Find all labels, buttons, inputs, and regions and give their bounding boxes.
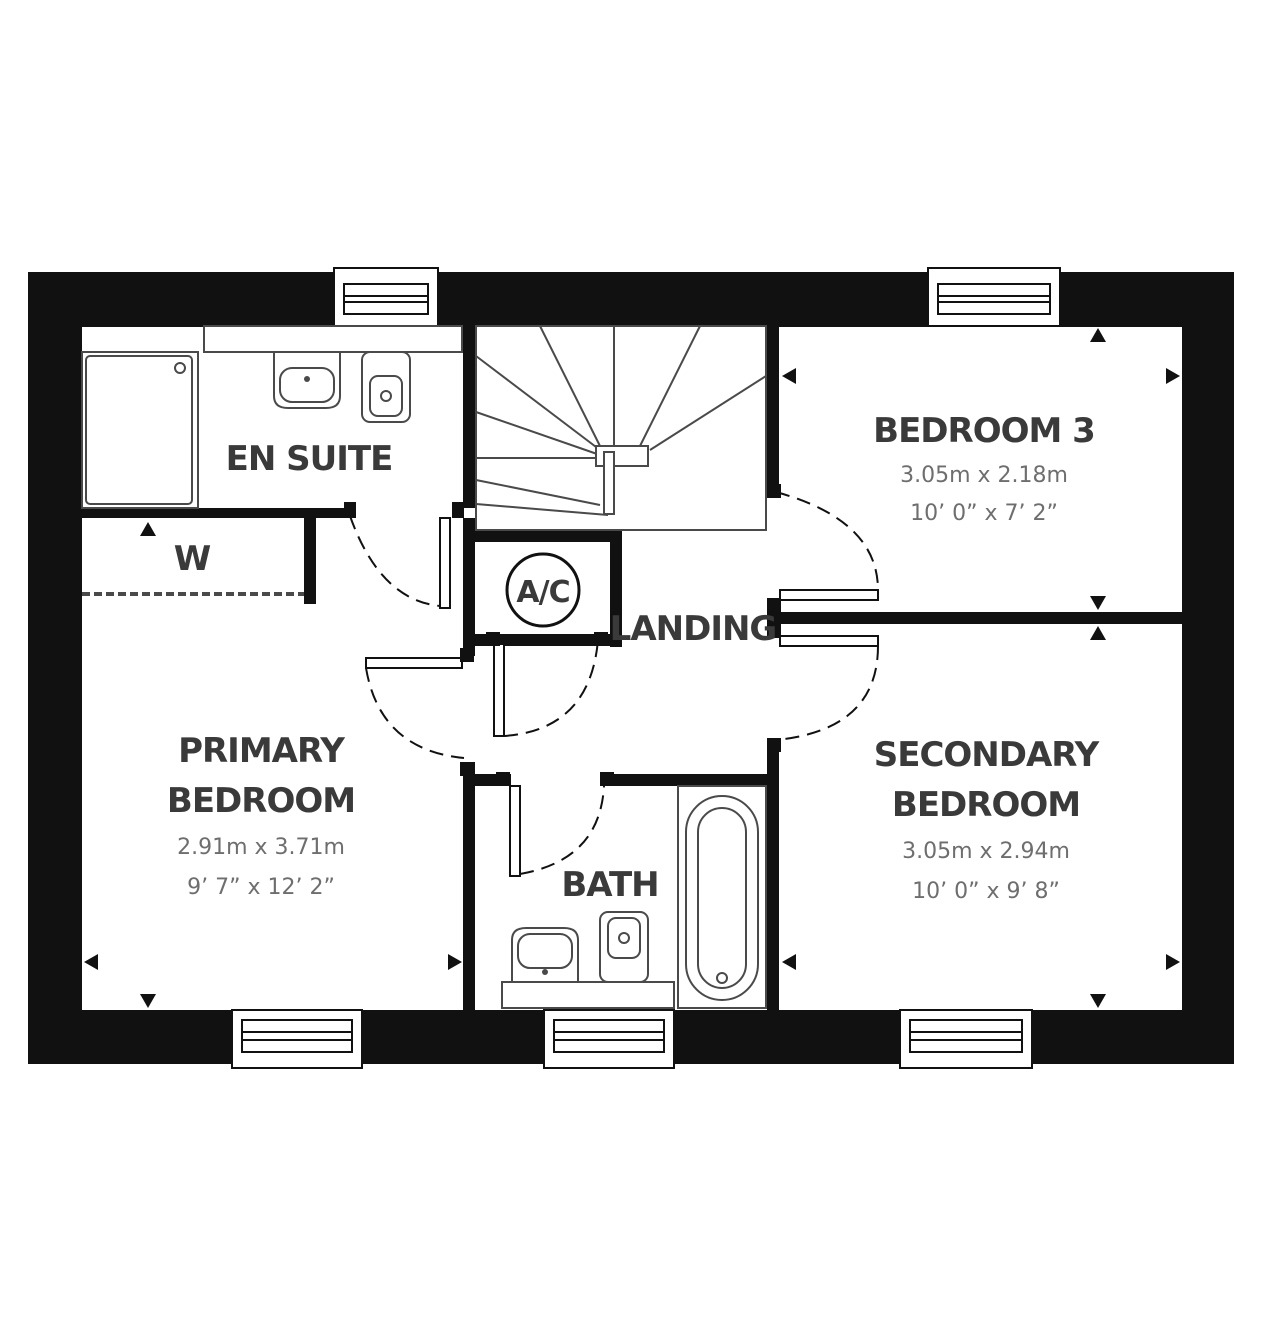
bathtub xyxy=(677,785,767,1009)
door-secondary-bedroom[interactable] xyxy=(767,624,879,752)
shower-tray xyxy=(81,351,199,509)
door-airing-cupboard[interactable] xyxy=(486,632,608,737)
door-primary-bedroom[interactable] xyxy=(365,648,474,776)
wardrobe-label: W xyxy=(174,539,211,579)
secondary-bedroom-metric: 3.05m x 2.94m xyxy=(902,839,1070,864)
secondary-bedroom-imperial: 10’ 0” x 9’ 8” xyxy=(912,879,1060,904)
internal-walls xyxy=(82,326,1184,1013)
door-bedroom3[interactable] xyxy=(767,484,879,612)
windows xyxy=(231,267,1061,1069)
room-labels: EN SUITE W A/C LANDING BEDROOM 3 3.05m x… xyxy=(167,411,1101,905)
doors xyxy=(344,484,879,877)
landing-label: LANDING xyxy=(610,609,777,649)
window-top-ensuite xyxy=(333,267,439,327)
secondary-bedroom-label-1: SECONDARY xyxy=(874,735,1100,775)
primary-bedroom-metric: 2.91m x 3.71m xyxy=(177,835,345,860)
window-bottom-bath xyxy=(543,1009,675,1069)
airing-cupboard-symbol xyxy=(505,552,581,628)
primary-bedroom-imperial: 9’ 7” x 12’ 2” xyxy=(187,875,335,900)
primary-bedroom-label-1: PRIMARY xyxy=(178,731,345,771)
ensuite-basin xyxy=(273,351,341,409)
ensuite-counter xyxy=(203,325,463,353)
bedroom3-label: BEDROOM 3 xyxy=(873,411,1095,451)
secondary-bedroom-label-2: BEDROOM xyxy=(892,785,1080,825)
door-bath[interactable] xyxy=(496,772,614,877)
ensuite-label: EN SUITE xyxy=(226,439,393,479)
dimension-arrows xyxy=(84,328,1180,1008)
primary-bedroom-label-2: BEDROOM xyxy=(167,781,355,821)
bath-label: BATH xyxy=(561,865,658,905)
staircase xyxy=(475,325,767,531)
bath-counter xyxy=(501,981,675,1009)
ensuite-toilet xyxy=(361,351,411,423)
door-ensuite[interactable] xyxy=(344,502,464,609)
bedroom3-metric: 3.05m x 2.18m xyxy=(900,463,1068,488)
window-bottom-primary xyxy=(231,1009,363,1069)
fixtures xyxy=(81,325,767,1009)
bath-toilet xyxy=(599,911,649,983)
bath-basin xyxy=(511,927,579,983)
window-bottom-secondary xyxy=(899,1009,1033,1069)
window-top-bedroom3 xyxy=(927,267,1061,327)
bedroom3-imperial: 10’ 0” x 7’ 2” xyxy=(910,501,1058,526)
airing-cupboard-label: A/C xyxy=(516,575,569,610)
